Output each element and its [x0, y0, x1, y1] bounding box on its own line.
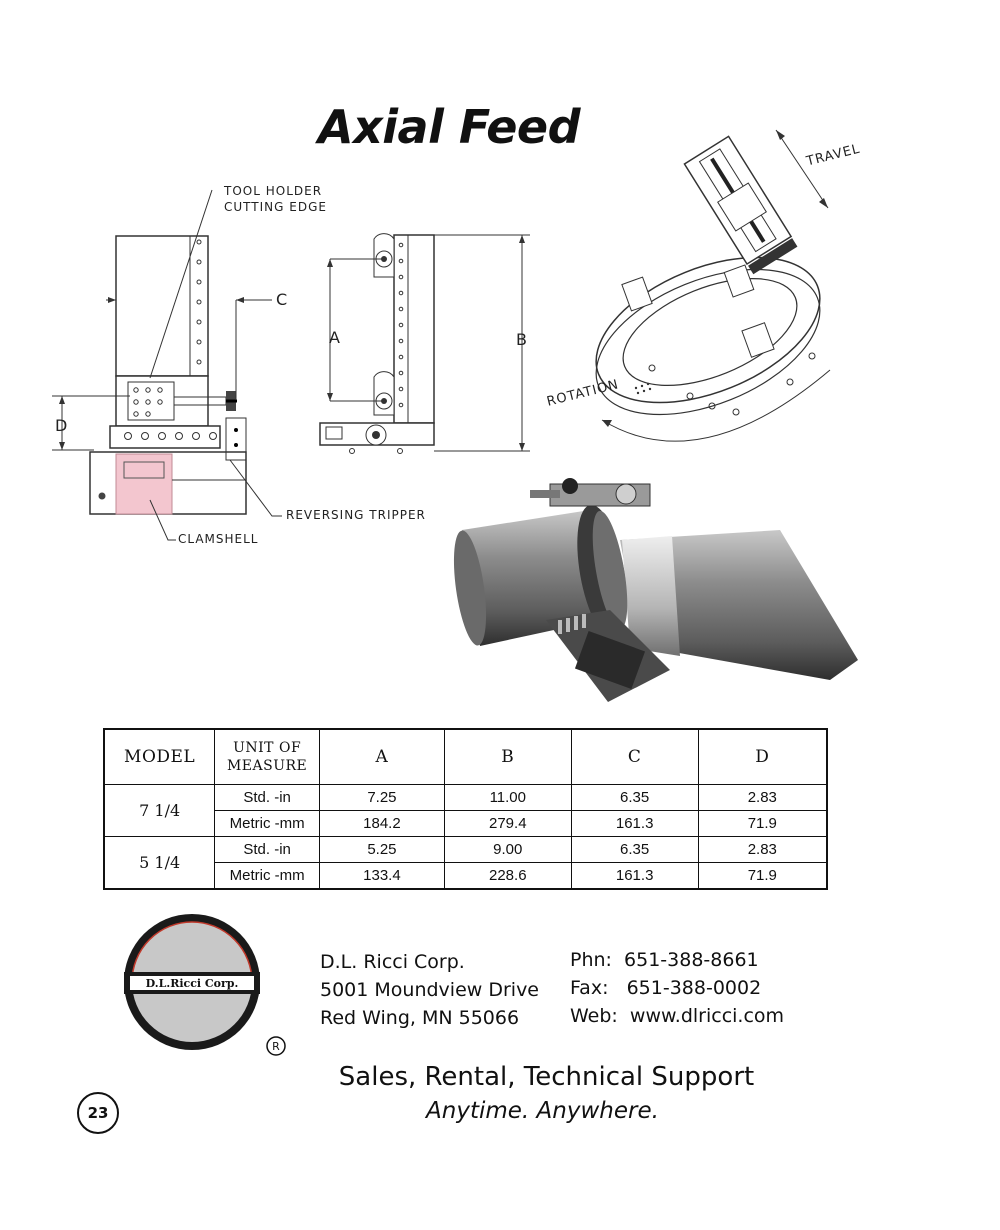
unit-cell: Std. -in: [214, 784, 320, 811]
unit-cell: Metric -mm: [214, 810, 320, 837]
tool-holder-label: TOOL HOLDER CUTTING EDGE: [224, 184, 327, 214]
address-line2: 5001 Moundview Drive: [320, 979, 540, 1001]
value-a-cell: 184.2: [318, 810, 445, 837]
tagline: Sales, Rental, Technical Support: [338, 1062, 755, 1092]
value-b-cell: 11.00: [443, 784, 572, 811]
value-d-cell: 2.83: [697, 836, 828, 863]
table-row: Metric -mm 133.4 228.6 161.3 71.9: [104, 862, 828, 890]
value-d-cell: 2.83: [697, 784, 828, 811]
contact-block: Phn: 651-388-8661 Fax: 651-388-0002 Web:…: [570, 946, 784, 1030]
side-view-diagram: [52, 189, 282, 541]
pipe-machine-photo: [453, 478, 858, 702]
phone-number: Phn: 651-388-8661: [570, 949, 759, 971]
value-c-cell: 6.35: [570, 836, 699, 863]
company-logo: D.L.Ricci Corp. R: [124, 914, 286, 1056]
header-unit-line1: UNIT OF: [233, 740, 302, 756]
value-a-cell: 7.25: [318, 784, 445, 811]
value-d-cell: 71.9: [697, 862, 828, 890]
unit-cell: Metric -mm: [214, 862, 320, 890]
address-block: D.L. Ricci Corp. 5001 Moundview Drive Re…: [320, 948, 539, 1032]
table-header-row: MODEL UNIT OF MEASURE A B C D: [103, 728, 828, 785]
value-d-cell: 71.9: [697, 810, 828, 837]
unit-cell: Std. -in: [214, 836, 320, 863]
value-b-cell: 279.4: [443, 810, 572, 837]
reversing-tripper-label: REVERSING TRIPPER: [286, 508, 426, 522]
value-a-cell: 133.4: [318, 862, 445, 890]
header-unit: UNIT OF MEASURE: [214, 728, 320, 785]
model-cell: 5 1/4: [103, 836, 216, 890]
tagline-secondary: Anytime. Anywhere.: [426, 1098, 659, 1124]
value-c-cell: 161.3: [570, 862, 699, 890]
table-row: 7 1/4 Std. -in 7.25 11.00 6.35 2.83: [103, 784, 828, 837]
header-unit-line2: MEASURE: [226, 758, 308, 774]
model-cell: 7 1/4: [103, 784, 216, 837]
header-c: C: [570, 728, 699, 785]
fax-number: Fax: 651-388-0002: [570, 977, 762, 999]
value-b-cell: 9.00: [443, 836, 572, 863]
page-title: Axial Feed: [318, 100, 581, 154]
page-number: 23: [77, 1092, 119, 1134]
table-row: Metric -mm 184.2 279.4 161.3 71.9: [104, 810, 828, 837]
header-d: D: [697, 728, 828, 785]
ring-isometric-diagram: [595, 129, 831, 442]
value-a-cell: 5.25: [318, 836, 445, 863]
website-link[interactable]: Web: www.dlricci.com: [570, 1005, 785, 1027]
header-b: B: [443, 728, 572, 785]
address-line1: D.L. Ricci Corp.: [320, 951, 465, 973]
value-c-cell: 6.35: [570, 784, 699, 811]
registered-mark: R: [272, 1040, 280, 1053]
header-a: A: [318, 728, 445, 785]
value-c-cell: 161.3: [570, 810, 699, 837]
dimension-c-label: C: [276, 290, 288, 309]
spec-table: MODEL UNIT OF MEASURE A B C D 7 1/4 Std. …: [103, 728, 828, 890]
address-line3: Red Wing, MN 55066: [320, 1007, 520, 1029]
dimension-b-label: B: [516, 330, 527, 349]
value-b-cell: 228.6: [443, 862, 572, 890]
front-view-diagram: [319, 233, 530, 454]
dimension-a-label: A: [329, 328, 340, 347]
header-model: MODEL: [103, 728, 216, 785]
table-row: 5 1/4 Std. -in 5.25 9.00 6.35 2.83: [103, 836, 828, 890]
clamshell-label: CLAMSHELL: [178, 532, 259, 546]
dimension-d-label: D: [55, 416, 68, 435]
logo-text: D.L.Ricci Corp.: [146, 977, 239, 990]
